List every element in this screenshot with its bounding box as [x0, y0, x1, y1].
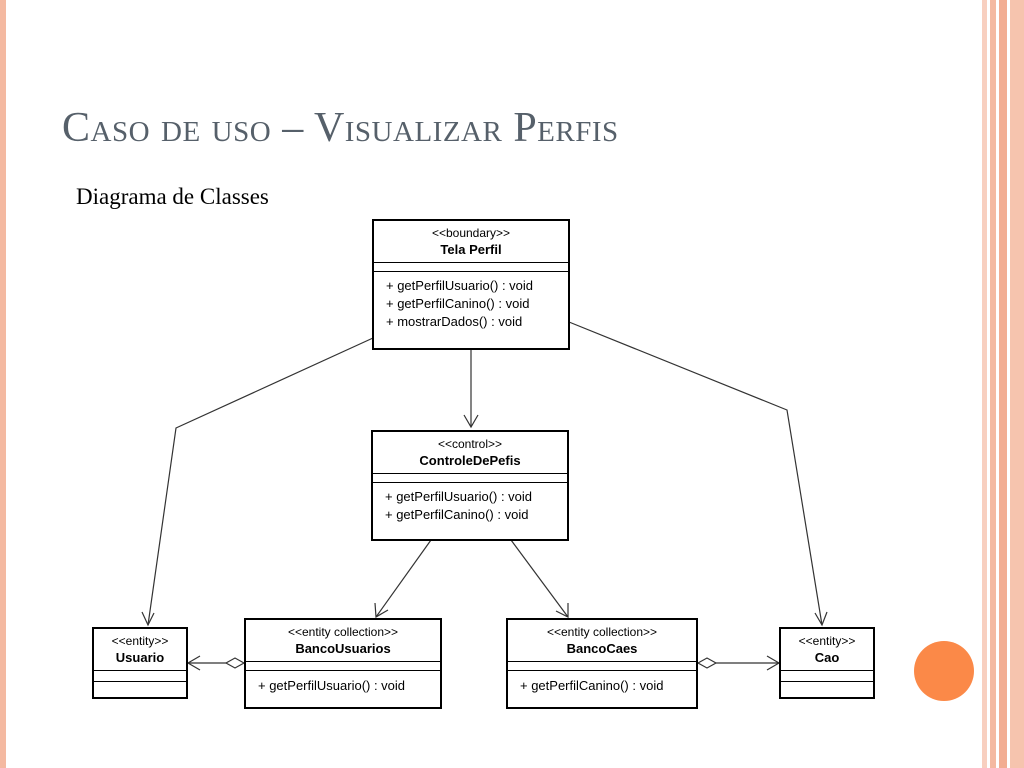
class-stereotype: <<control>>: [437, 437, 503, 451]
right-border-stripe: [1010, 0, 1024, 768]
class-operations: + getPerfilCanino() : void: [508, 670, 696, 700]
left-border-stripe: [0, 0, 6, 768]
dependency-line-controle-bancousuarios: [375, 539, 432, 618]
class-operation: + getPerfilUsuario() : void: [258, 678, 406, 693]
class-name: BancoCaes: [566, 641, 638, 656]
arrowhead: [186, 655, 201, 671]
dependency-line-tela-cao: [568, 321, 823, 626]
class-stereotype: <<entity collection>>: [546, 625, 658, 639]
arrowhead: [463, 414, 479, 429]
aggregation-diamond: [224, 657, 246, 669]
class-attributes: [374, 262, 568, 271]
class-name: Tela Perfil: [440, 242, 502, 257]
class-name: Usuario: [115, 650, 165, 665]
class-stereotype: <<boundary>>: [431, 226, 511, 240]
aggregation-diamond: [696, 657, 718, 669]
class-stereotype: <<entity>>: [798, 634, 856, 648]
class-controle-de-pefis: <<control>> ControleDePefis + getPerfilU…: [371, 430, 569, 541]
class-operations: [94, 681, 186, 690]
right-border-stripe: [990, 0, 996, 768]
class-operation: + getPerfilCanino() : void: [386, 296, 530, 311]
class-operations: + getPerfilUsuario() : void + getPerfilC…: [373, 482, 567, 529]
class-stereotype: <<entity collection>>: [287, 625, 399, 639]
arrowhead: [374, 602, 389, 619]
right-border-stripe: [999, 0, 1007, 768]
slide-title: Caso de uso – Visualizar Perfis: [62, 105, 619, 151]
class-banco-caes: <<entity collection>> BancoCaes + getPer…: [506, 618, 698, 709]
class-attributes: [781, 670, 873, 681]
arrowhead: [555, 603, 569, 618]
class-operations: + getPerfilUsuario() : void: [246, 670, 440, 700]
dependency-line-controle-bancocaes: [510, 539, 569, 618]
dependency-line-tela-usuario: [147, 337, 374, 626]
arrowhead: [141, 611, 155, 627]
class-usuario: <<entity>> Usuario: [92, 627, 188, 699]
slide-subtitle: Diagrama de Classes: [76, 184, 269, 209]
right-border-stripe: [982, 0, 987, 768]
class-name: BancoUsuarios: [295, 641, 391, 656]
class-operations: + getPerfilUsuario() : void + getPerfilC…: [374, 271, 568, 336]
class-attributes: [246, 661, 440, 670]
class-banco-usuarios: <<entity collection>> BancoUsuarios + ge…: [244, 618, 442, 709]
class-operation: + mostrarDados() : void: [386, 314, 523, 329]
class-operation: + getPerfilCanino() : void: [385, 507, 529, 522]
class-attributes: [94, 670, 186, 681]
class-operations: [781, 681, 873, 690]
class-operation: + getPerfilUsuario() : void: [385, 489, 533, 504]
class-attributes: [508, 661, 696, 670]
class-name: ControleDePefis: [419, 453, 521, 468]
class-name: Cao: [814, 650, 840, 665]
class-cao: <<entity>> Cao: [779, 627, 875, 699]
arrowhead: [814, 611, 828, 627]
class-operation: + getPerfilUsuario() : void: [386, 278, 534, 293]
decorative-orange-circle: [914, 641, 974, 701]
class-stereotype: <<entity>>: [111, 634, 169, 648]
class-operation: + getPerfilCanino() : void: [520, 678, 664, 693]
class-attributes: [373, 473, 567, 482]
class-tela-perfil: <<boundary>> Tela Perfil + getPerfilUsua…: [372, 219, 570, 350]
